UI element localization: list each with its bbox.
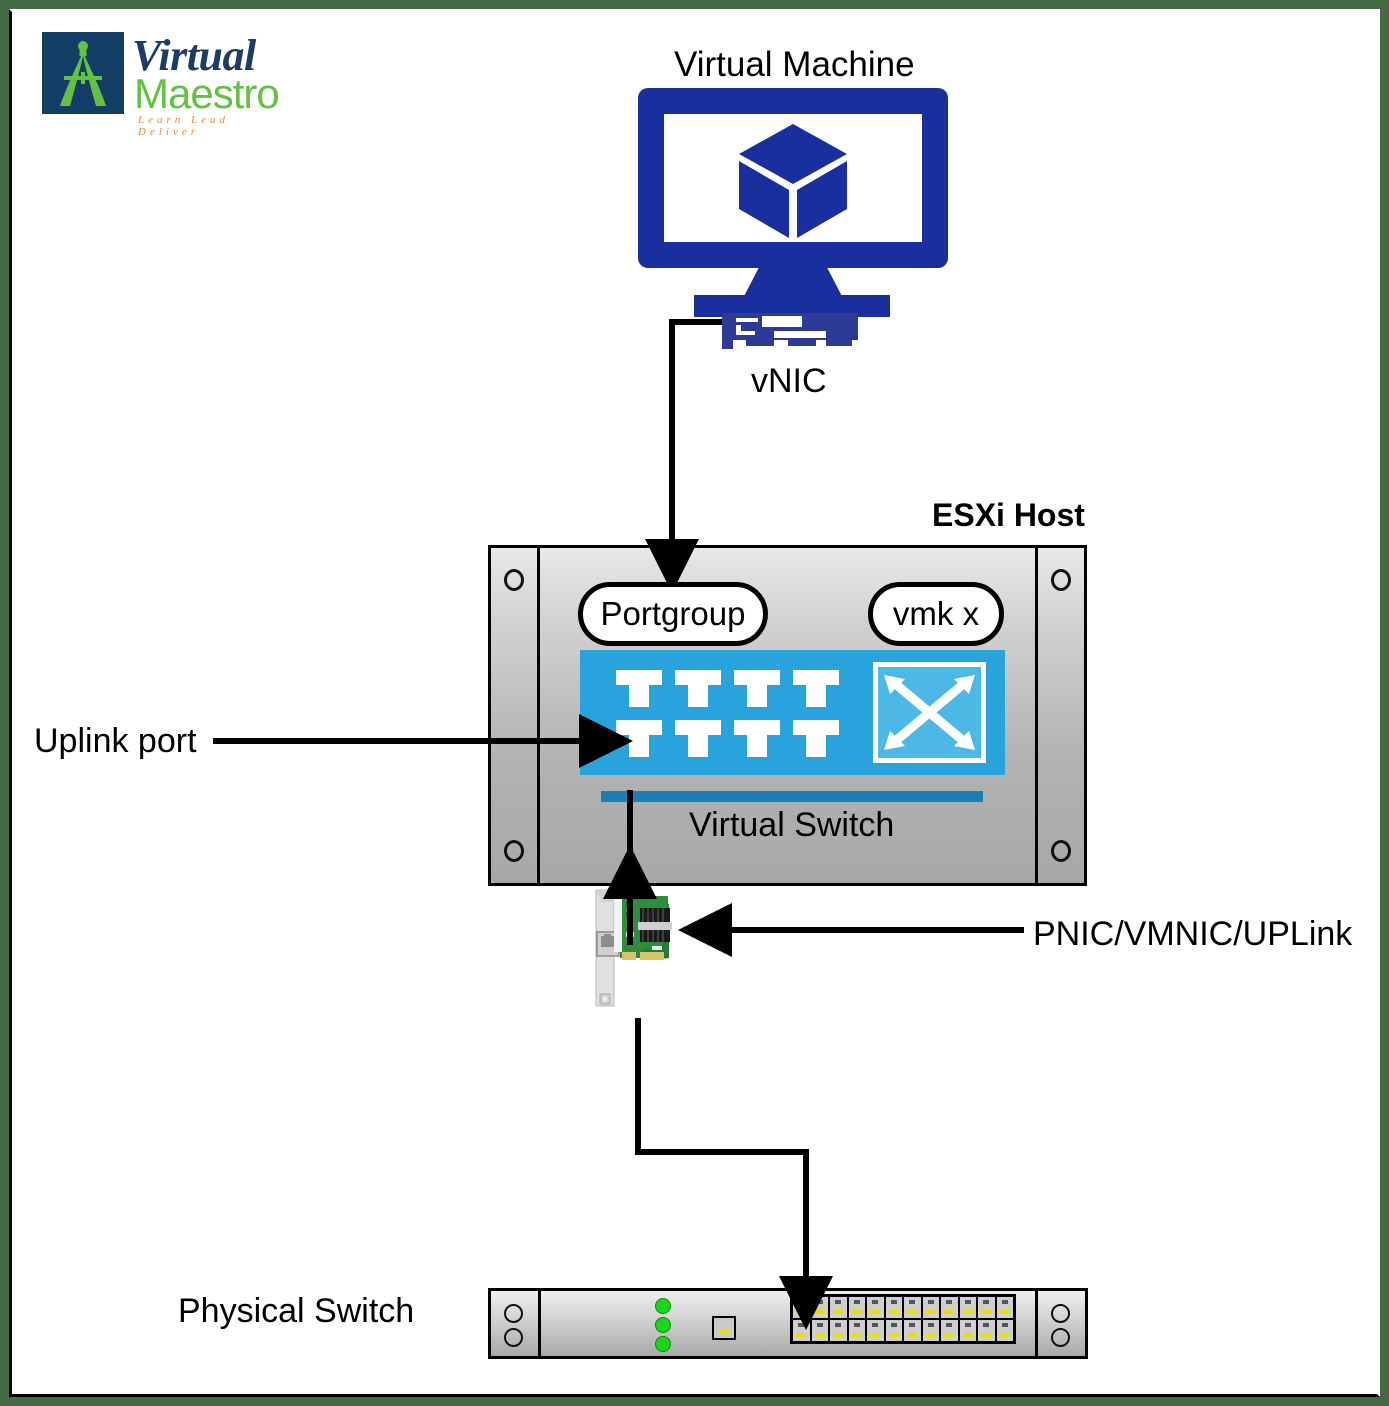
vswitch-uplink-port-icon: [616, 720, 662, 757]
status-led: [655, 1298, 671, 1314]
switch-port: [847, 1319, 866, 1342]
switch-port: [940, 1319, 959, 1342]
physical-switch-rack-ear-left: [491, 1291, 541, 1356]
uplink-port-annotation-label: Uplink port: [34, 722, 197, 760]
logo-wordmark-virtual: Virtual: [132, 31, 256, 80]
vswitch-port-icon: [734, 720, 780, 757]
switch-port: [847, 1296, 866, 1319]
rack-ear-left: [491, 548, 540, 883]
rack-screw-hole: [504, 569, 524, 591]
rack-screw-hole: [504, 840, 524, 862]
vswitch-port-icon: [793, 720, 839, 757]
rack-screw-hole: [1051, 840, 1071, 862]
vswitch-port-icon: [793, 670, 839, 707]
compass-icon: [42, 32, 124, 114]
switch-port: [884, 1296, 903, 1319]
rack-screw-hole: [504, 1304, 523, 1323]
switch-port: [921, 1296, 940, 1319]
switch-port: [810, 1296, 829, 1319]
switch-port: [977, 1296, 996, 1319]
console-port-icon: [712, 1316, 736, 1340]
switch-port: [921, 1319, 940, 1342]
pnic-annotation-label: PNIC/VMNIC/UPLink: [1033, 915, 1353, 953]
switch-port: [792, 1319, 811, 1342]
rack-ear-right: [1035, 548, 1084, 883]
rack-screw-hole: [504, 1328, 523, 1347]
logo-tagline: Learn Lead Deliver: [138, 114, 230, 138]
switch-port: [792, 1296, 811, 1319]
switch-port: [829, 1296, 848, 1319]
rack-screw-hole: [1051, 1304, 1070, 1323]
vm-cube-icon: [735, 122, 851, 240]
switch-port: [866, 1319, 885, 1342]
physical-switch-label: Physical Switch: [178, 1292, 415, 1330]
switch-port: [903, 1296, 922, 1319]
switch-port: [866, 1296, 885, 1319]
switch-port: [995, 1319, 1014, 1342]
switch-port: [995, 1296, 1014, 1319]
rack-screw-hole: [1051, 1328, 1070, 1347]
virtual-switch-accent-bar: [601, 791, 983, 802]
switch-port: [958, 1319, 977, 1342]
vnic-label: vNIC: [751, 362, 827, 400]
switch-port: [884, 1319, 903, 1342]
switching-arrows-icon: [873, 662, 986, 763]
vswitch-port-icon: [675, 720, 721, 757]
vmkernel-label[interactable]: vmk x: [868, 582, 1004, 646]
vswitch-port-icon: [675, 670, 721, 707]
esxi-host-title: ESXi Host: [932, 497, 1085, 533]
switch-port: [977, 1319, 996, 1342]
vnic-card-icon: [722, 313, 858, 349]
virtual-maestro-logo: Virtual Maestro Learn Lead Deliver: [42, 31, 292, 138]
monitor-stand-base: [694, 295, 890, 317]
status-led: [655, 1317, 671, 1333]
pnic-card-icon: [566, 886, 714, 1022]
vswitch-port-icon: [734, 670, 780, 707]
connector-vnic-to-portgroup: [645, 319, 722, 593]
virtual-switch-label: Virtual Switch: [689, 806, 895, 844]
physical-switch-port-block: [790, 1294, 1016, 1344]
switch-port: [903, 1319, 922, 1342]
physical-switch-rack-ear-right: [1035, 1291, 1085, 1356]
logo-wordmark-maestro: Maestro: [134, 70, 280, 117]
virtual-machine-title: Virtual Machine: [674, 45, 915, 84]
portgroup-label[interactable]: Portgroup: [578, 582, 768, 646]
switch-port: [810, 1319, 829, 1342]
rack-screw-hole: [1051, 569, 1071, 591]
connector-pnic-to-physical-switch: [635, 1018, 833, 1330]
switch-port: [829, 1319, 848, 1342]
switch-port: [940, 1296, 959, 1319]
status-led: [655, 1336, 671, 1352]
switch-port: [958, 1296, 977, 1319]
vswitch-port-icon: [616, 670, 662, 707]
